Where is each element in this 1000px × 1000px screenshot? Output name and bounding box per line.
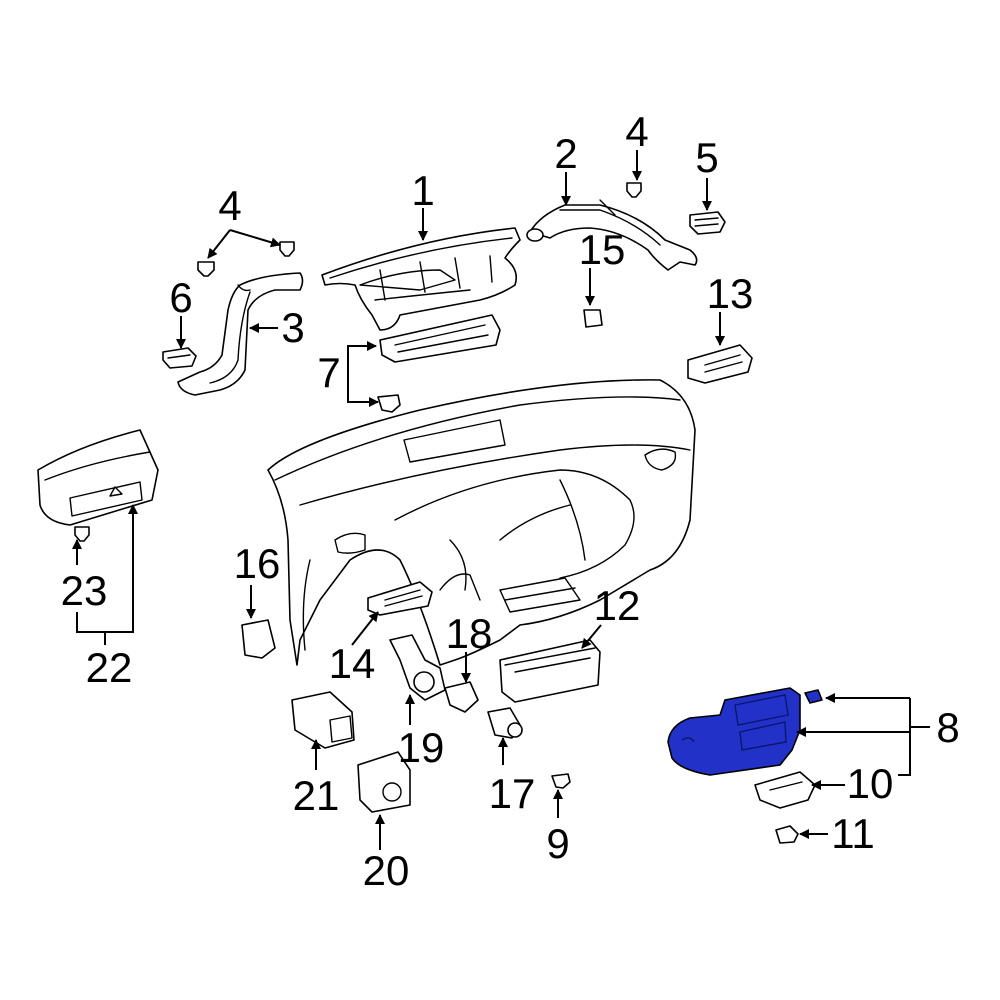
dashboard-panel [267,379,696,666]
part-8-lower-trim-panel [667,687,823,776]
callout-5: 5 [695,134,718,181]
callout-8: 8 [936,704,959,751]
callout-16: 16 [234,540,281,587]
callout-17: 17 [489,770,536,817]
callout-14: 14 [329,640,376,687]
part-21-switch [291,691,355,749]
part-3-left-duct [177,272,304,396]
callout-21: 21 [293,772,340,819]
part-10-bracket [754,771,816,809]
callout-4-right: 4 [625,108,648,155]
leader-lines [72,150,930,850]
part-22-display-housing [37,429,159,526]
part-2-right-duct [526,199,698,271]
part-18-lighter [444,681,479,713]
part-7-center-vent [377,314,501,413]
callout-22: 22 [86,644,133,691]
part-5-side-vent [689,211,726,235]
part-17-lighter-knob [487,707,523,739]
part-1-defroster-nozzle [321,227,521,331]
part-4-clip-right [626,182,642,198]
part-9-clip [551,773,571,789]
callout-3: 3 [281,304,304,351]
callout-7: 7 [317,349,340,396]
callout-6: 6 [169,274,192,321]
callout-18: 18 [446,610,493,657]
callout-20: 20 [363,847,410,894]
callout-2: 2 [554,130,577,177]
callout-13: 13 [707,270,754,317]
part-4-clip-left [197,241,295,277]
callout-11: 11 [831,810,875,857]
part-19-lighter-socket [389,634,446,701]
callout-1: 1 [411,167,434,214]
callout-15: 15 [579,226,626,273]
part-11-clip [775,825,799,844]
callout-12: 12 [594,582,641,629]
part-15-knob [583,309,603,328]
callout-4-left: 4 [218,182,241,229]
callout-19: 19 [398,724,445,771]
part-14-vent [367,581,433,616]
callout-labels: 1 2 3 4 4 5 6 7 8 9 10 11 12 13 14 15 16… [61,108,960,894]
callout-9: 9 [546,820,569,867]
part-12-ashtray [499,639,601,703]
part-6-side-vent [162,347,197,369]
part-13-right-vent [687,344,753,384]
part-16-switch [241,619,276,659]
part-23-clip [74,526,90,542]
callout-10: 10 [847,760,894,807]
part-20-switch [357,751,411,813]
callout-23: 23 [61,567,108,614]
